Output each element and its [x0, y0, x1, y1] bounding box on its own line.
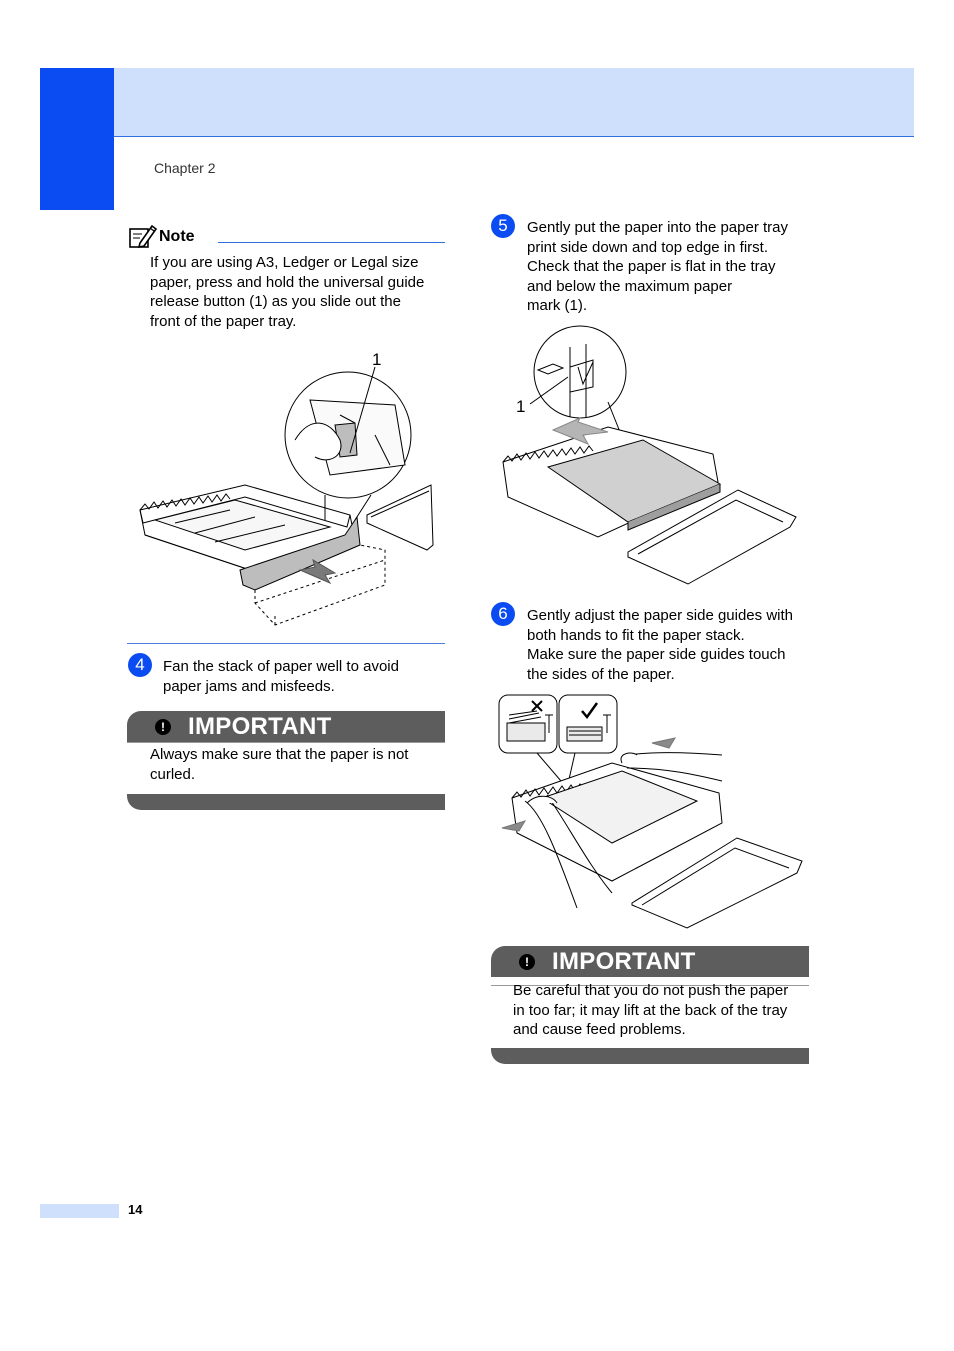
- important-2-line: Be careful that you do not push the pape…: [513, 982, 789, 999]
- step-4-text: Fan the stack of paper well to avoid pap…: [163, 657, 443, 696]
- step-6-line: both hands to fit the paper stack.: [527, 626, 745, 644]
- important-1-rule: [127, 742, 445, 743]
- step-6-line: Gently adjust the paper side guides with: [527, 607, 793, 624]
- important-2-footer: [491, 1048, 809, 1064]
- important-2-rule: [491, 985, 809, 986]
- note-line: If you are using A3, Ledger or Legal siz…: [150, 254, 419, 271]
- note-line: release button (1) as you slide out the: [150, 293, 401, 310]
- important-1-text: Always make sure that the paper is not c…: [150, 745, 445, 784]
- important-2-title: IMPORTANT: [552, 948, 696, 975]
- cross-icon: [531, 700, 543, 712]
- figure-callout-1: 1: [516, 397, 525, 416]
- step-5-line: mark (1).: [527, 297, 587, 314]
- correct-fit-inset: [558, 694, 618, 754]
- chapter-label: Chapter 2: [154, 160, 216, 176]
- section-rule: [127, 643, 445, 644]
- step-6-line: Make sure the paper side guides touch: [527, 646, 786, 663]
- page-number-bar: [40, 1204, 119, 1218]
- note-label: Note: [159, 228, 195, 245]
- figure-callout-1: 1: [372, 350, 381, 369]
- note-line: paper, press and hold the universal guid…: [150, 273, 425, 291]
- step-6-text: Gently adjust the paper side guides with…: [527, 606, 817, 684]
- important-1-line: curled.: [150, 765, 196, 783]
- note-line: front of the paper tray.: [150, 312, 297, 330]
- step-5-line: Gently put the paper into the paper tray: [527, 219, 788, 236]
- important-2-line: and cause feed problems.: [513, 1021, 686, 1038]
- chapter-tab: [40, 68, 114, 210]
- important-1-line: Always make sure that the paper is not: [150, 746, 409, 763]
- step-5-line: and below the maximum paper: [527, 277, 733, 295]
- note-pencil-icon: [129, 224, 158, 249]
- load-paper-illustration: 1: [502, 325, 797, 585]
- header-band: [114, 68, 914, 137]
- wrong-fit-inset: [498, 694, 558, 754]
- important-1-header: ! IMPORTANT: [127, 711, 445, 742]
- step-4-line: Fan the stack of paper well to avoid: [163, 658, 399, 675]
- step-6-badge: 6: [491, 602, 515, 626]
- step-5-text: Gently put the paper into the paper tray…: [527, 218, 817, 316]
- magnified-max-mark: [529, 325, 627, 433]
- step-4-line: paper jams and misfeeds.: [163, 677, 335, 695]
- tray-release-illustration: 1: [139, 350, 434, 626]
- important-2-line: in too far; it may lift at the back of t…: [513, 1001, 788, 1019]
- exclamation-icon: !: [519, 954, 535, 970]
- step-4-badge: 4: [128, 653, 152, 677]
- step-5-line: print side down and top edge in first.: [527, 238, 768, 256]
- step-5-badge: 5: [491, 214, 515, 238]
- exclamation-icon: !: [155, 719, 171, 735]
- page-number: 14: [128, 1202, 143, 1217]
- note-text: If you are using A3, Ledger or Legal siz…: [150, 253, 450, 331]
- magnified-inset: [284, 366, 412, 521]
- side-guides-illustration: [498, 694, 803, 929]
- important-2-text: Be careful that you do not push the pape…: [513, 981, 809, 1040]
- important-2-header: ! IMPORTANT: [491, 946, 809, 977]
- step-6-line: the sides of the paper.: [527, 665, 675, 683]
- note-rule: [218, 242, 445, 243]
- step-5-line: Check that the paper is flat in the tray: [527, 258, 776, 275]
- important-1-footer: [127, 794, 445, 810]
- check-icon: [581, 702, 599, 720]
- important-1-title: IMPORTANT: [188, 713, 332, 740]
- tray-drawing: [139, 484, 434, 626]
